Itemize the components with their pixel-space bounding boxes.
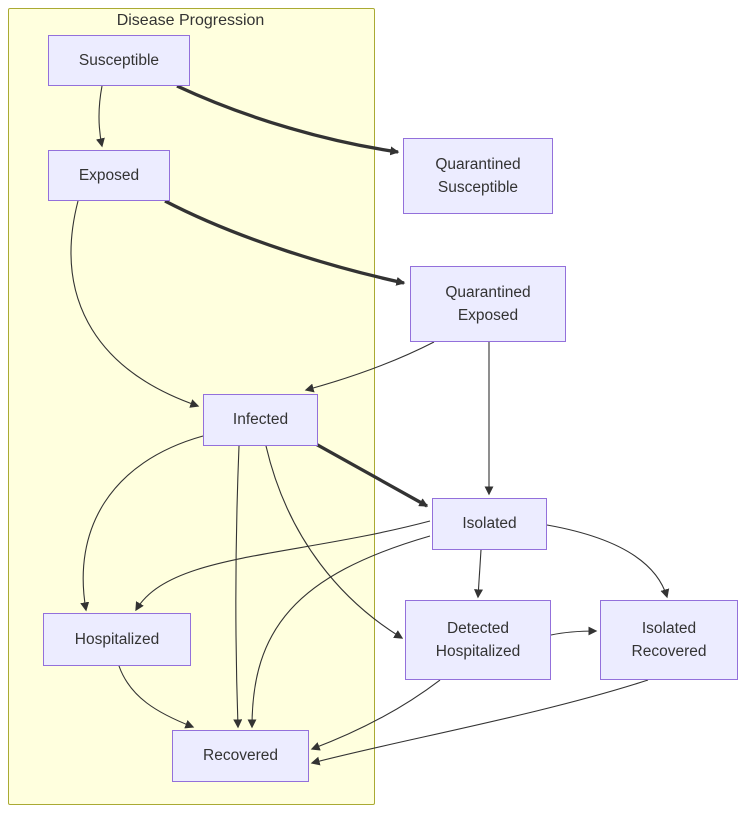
edge-exposed-to-quarantined-exposed	[164, 199, 406, 286]
edge-isolated-to-detected-hospitalized	[474, 549, 483, 599]
edge-infected-to-recovered	[233, 445, 243, 729]
edge-isolated-to-hospitalized	[135, 520, 431, 612]
node-infected: Infected	[203, 394, 318, 446]
node-detected-hospitalized: Detected Hospitalized	[405, 600, 551, 680]
edge-infected-to-detected-hospitalized	[265, 445, 404, 639]
node-quarantined-exposed: Quarantined Exposed	[410, 266, 566, 342]
node-quarantined-exposed-label: Quarantined Exposed	[445, 283, 531, 324]
node-isolated-recovered: Isolated Recovered	[600, 600, 738, 680]
edge-susceptible-to-quarantined-susceptible	[176, 84, 400, 156]
edge-infected-to-hospitalized	[80, 435, 204, 612]
edge-isolated-to-recovered	[247, 535, 431, 729]
node-susceptible: Susceptible	[48, 35, 190, 86]
edge-detected-hospitalized-to-isolated-recovered	[550, 626, 598, 636]
subgraph-title: Disease Progression	[116, 12, 265, 29]
node-exposed: Exposed	[48, 150, 170, 201]
edge-infected-to-isolated	[313, 441, 429, 508]
node-infected-label: Infected	[232, 411, 289, 429]
node-quarantined-susceptible-label: Quarantined Susceptible	[435, 155, 521, 196]
node-susceptible-label: Susceptible	[78, 51, 160, 69]
edge-isolated-recovered-to-recovered	[310, 679, 649, 766]
node-exposed-label: Exposed	[78, 166, 140, 184]
node-quarantined-susceptible: Quarantined Susceptible	[403, 138, 553, 214]
node-recovered: Recovered	[172, 730, 309, 782]
node-recovered-label: Recovered	[203, 747, 278, 765]
node-isolated: Isolated	[432, 498, 547, 550]
node-detected-hospitalized-label: Detected Hospitalized	[435, 619, 521, 660]
edge-exposed-to-infected	[70, 200, 200, 408]
edge-susceptible-to-exposed	[96, 85, 105, 148]
edge-quarantined-exposed-to-infected	[304, 341, 435, 393]
node-isolated-recovered-label: Isolated Recovered	[631, 619, 707, 660]
edge-hospitalized-to-recovered	[118, 665, 195, 729]
node-isolated-label: Isolated	[462, 515, 517, 533]
edge-isolated-to-isolated-recovered	[546, 524, 670, 599]
node-hospitalized: Hospitalized	[43, 613, 191, 666]
node-hospitalized-label: Hospitalized	[74, 630, 160, 648]
edge-detected-hospitalized-to-recovered	[310, 679, 441, 751]
